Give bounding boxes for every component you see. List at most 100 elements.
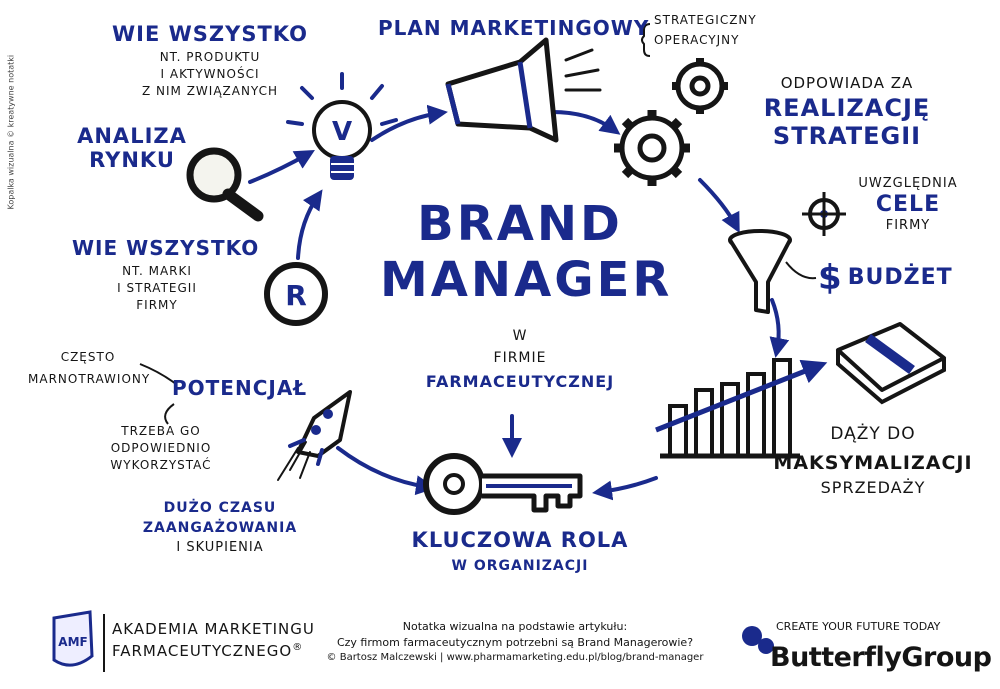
svg-text:V: V — [332, 117, 352, 147]
registered-mark: ® — [292, 642, 304, 653]
often-wasted: CZĘSTO MARNOTRAWIONY — [28, 350, 151, 386]
use-properly: TRZEBA GO ODPOWIEDNIO WYKORZYSTAĆ — [86, 424, 236, 472]
butterfly-tagline: CREATE YOUR FUTURE TODAY — [776, 620, 941, 633]
sales-maximization-l1: DĄŻY DO — [830, 424, 916, 444]
brand-knowledge: WIE WSZYSTKO NT. MARKI I STRATEGII FIRMY — [72, 236, 260, 312]
key-role-l2: W ORGANIZACJI — [451, 558, 589, 574]
footer-butterfly: CREATE YOUR FUTURE TODAY — [776, 620, 940, 633]
sales-maximization-l3: SPRZEDAŻY — [820, 478, 926, 497]
key-role: KLUCZOWA ROLA W ORGANIZACJI — [400, 528, 640, 574]
side-credit-text: Kopalka wizualna © kreatywne notatki — [6, 54, 16, 210]
plan-operational: OPERACYJNY — [654, 33, 740, 47]
often-wasted-l1: CZĘSTO — [60, 350, 116, 364]
time-commitment-l2: ZAANGAŻOWANIA — [142, 520, 298, 536]
product-knowledge-l3: Z NIM ZWIĄZANYCH — [141, 84, 279, 98]
registered-r-icon: R — [264, 262, 328, 326]
title-manager: MANAGER — [380, 252, 673, 308]
often-connector — [139, 363, 177, 385]
svg-text:AMF: AMF — [58, 635, 87, 649]
sales-maximization: DĄŻY DO MAKSYMALIZACJI SPRZEDAŻY — [758, 424, 988, 497]
brand-knowledge-l3: FIRMY — [136, 298, 178, 312]
gears-icon — [614, 58, 728, 186]
subtitle-firmie: FIRMIE — [493, 350, 547, 366]
amf-shield-logo: AMF — [52, 610, 94, 667]
target-icon — [802, 192, 846, 236]
time-commitment-l3: I SKUPIENIA — [176, 540, 264, 555]
strategy-execution: ODPOWIADA ZA REALIZACJĘ STRATEGII — [742, 74, 952, 150]
product-knowledge-title: WIE WSZYSTKO — [112, 22, 308, 46]
center-subtitle: W FIRMIE FARMACEUTYCZNEJ — [400, 328, 640, 391]
use-properly-l2: ODPOWIEDNIO — [110, 441, 212, 455]
money-stack-icon — [836, 322, 946, 405]
arrow-rocket-to-key — [336, 446, 436, 496]
title-brand: BRAND — [417, 196, 623, 252]
potential-heading: POTENCJAŁ — [172, 376, 308, 400]
magnifier-icon — [186, 147, 264, 222]
subtitle-farmaceutycznej: FARMACEUTYCZNEJ — [425, 372, 615, 391]
brand-knowledge-title: WIE WSZYSTKO — [72, 236, 260, 260]
svg-text:R: R — [285, 279, 307, 312]
potential-connector — [164, 403, 175, 425]
source-note-l2: Czy firmom farmaceutycznym potrzebni są … — [336, 636, 694, 649]
arrow-chart-to-key — [592, 476, 658, 501]
source-note-l3: © Bartosz Malczewski | www.pharmamarketi… — [326, 652, 704, 663]
budget: $ BUDŻET — [818, 258, 953, 298]
budget-label: BUDŻET — [847, 265, 953, 290]
footer-source-note: Notatka wizualna na podstawie artykułu: … — [300, 620, 730, 663]
academy-line2-text: FARMACEUTYCZNEGO — [112, 642, 293, 660]
market-analysis-l2: RYNKU — [89, 148, 175, 172]
arrow-r-to-bulb — [296, 189, 323, 260]
often-wasted-l2: MARNOTRAWIONY — [28, 372, 151, 386]
arrow-funnel-to-chart — [769, 298, 790, 358]
product-knowledge-l1: NT. PRODUKTU — [159, 50, 261, 64]
center-title: BRAND MANAGER — [380, 196, 673, 308]
market-analysis-l1: ANALIZA — [77, 124, 187, 148]
key-icon — [423, 453, 583, 515]
strategy-execution-l3: STRATEGII — [772, 122, 922, 150]
plan-title: PLAN MARKETINGOWY — [378, 16, 650, 40]
plan-bracket — [641, 23, 651, 57]
arrow-bulb-to-megaphone — [370, 104, 448, 142]
potential-title: POTENCJAŁ — [172, 376, 307, 400]
megaphone-icon — [445, 37, 602, 143]
flow-arrows — [248, 104, 790, 501]
brand-knowledge-l2: I STRATEGII — [117, 281, 197, 295]
budget-connector — [785, 261, 817, 280]
strategy-execution-l2: REALIZACJĘ — [763, 94, 931, 122]
use-properly-l3: WYKORZYSTAĆ — [110, 458, 212, 472]
time-commitment: DUŻO CZASU ZAANGAŻOWANIA I SKUPIENIA — [130, 500, 310, 555]
plan-options: STRATEGICZNY OPERACYJNY — [654, 13, 757, 47]
arrow-megaphone-to-gears — [550, 110, 621, 135]
brand-knowledge-l1: NT. MARKI — [122, 264, 192, 278]
company-goals-l2: CELE — [875, 192, 941, 217]
funnel-icon — [728, 229, 792, 314]
academy-line2: FARMACEUTYCZNEGO® — [112, 642, 315, 660]
company-goals-l1: UWZGLĘDNIA — [858, 176, 958, 191]
arrow-magnifier-to-bulb — [248, 150, 315, 184]
strategy-execution-l1: ODPOWIADA ZA — [780, 74, 914, 92]
plan-strategic: STRATEGICZNY — [654, 13, 757, 27]
product-knowledge: WIE WSZYSTKO NT. PRODUKTU I AKTYWNOŚCI Z… — [100, 22, 320, 98]
dollar-icon: $ — [818, 258, 843, 298]
lightbulb-icon: V — [286, 72, 398, 180]
side-credit-note: Kopalka wizualna © kreatywne notatki — [7, 40, 16, 210]
sales-maximization-l2: MAKSYMALIZACJI — [773, 452, 973, 474]
key-role-l1: KLUCZOWA ROLA — [411, 528, 629, 552]
arrow-gears-to-funnel — [698, 178, 740, 234]
footer-academy: AKADEMIA MARKETINGU FARMACEUTYCZNEGO® — [112, 620, 315, 660]
subtitle-w: W — [512, 328, 528, 344]
butterfly-group-name: ButterflyGroup — [770, 642, 992, 673]
product-knowledge-l2: I AKTYWNOŚCI — [160, 67, 260, 81]
company-goals-l3: FIRMY — [885, 218, 931, 233]
use-properly-l1: TRZEBA GO — [121, 424, 201, 438]
source-note-l1: Notatka wizualna na podstawie artykułu: — [402, 620, 628, 633]
time-commitment-l1: DUŻO CZASU — [163, 500, 277, 516]
butterfly-logo — [742, 626, 774, 654]
market-analysis: ANALIZA RYNKU — [72, 124, 192, 172]
butterfly-brand: ButterflyGroup — [770, 642, 992, 673]
plan-heading: PLAN MARKETINGOWY — [378, 16, 649, 40]
academy-line1: AKADEMIA MARKETINGU — [112, 620, 315, 638]
company-goals: UWZGLĘDNIA CELE FIRMY — [848, 176, 968, 233]
rocket-icon — [277, 390, 352, 481]
